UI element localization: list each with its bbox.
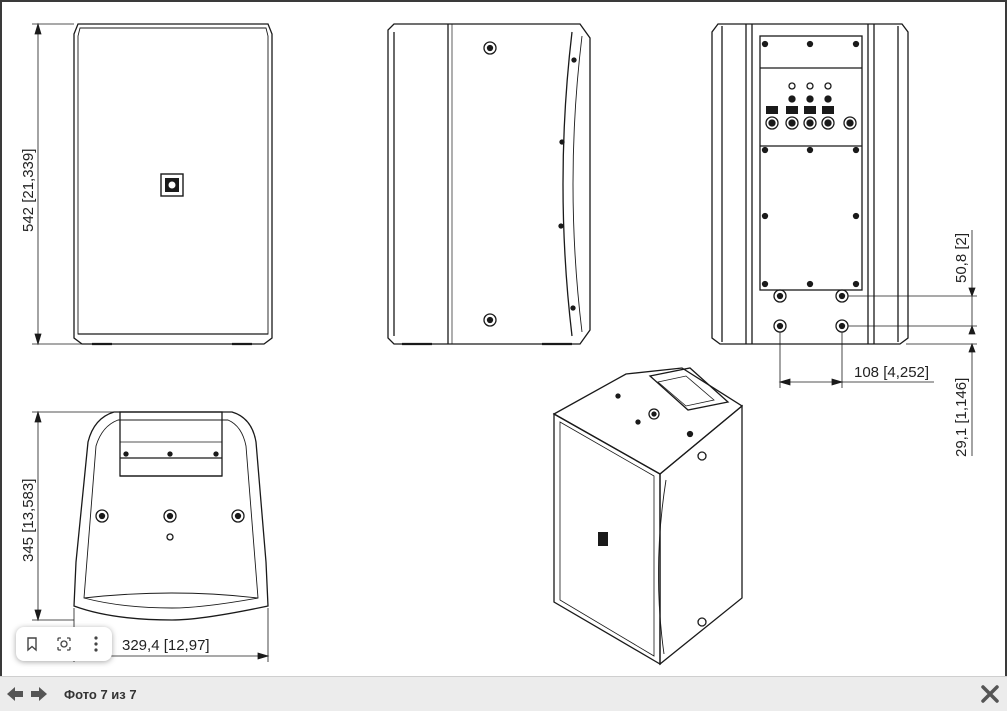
isometric-view [552, 367, 744, 666]
bookmark-button[interactable] [18, 630, 46, 658]
top-view [73, 411, 269, 621]
lens-search-icon [57, 637, 71, 651]
bookmark-icon [27, 637, 37, 652]
close-icon [981, 685, 999, 703]
rigging-horizontal-label: 108 [4,252] [854, 364, 929, 381]
height-dimension-label: 542 [21,339] [20, 149, 37, 232]
previous-photo-button[interactable] [4, 683, 26, 705]
side-view [387, 23, 591, 346]
speaker-technical-drawing: 542 [21,339] [20, 22, 977, 666]
photo-counter: Фото 7 из 7 [64, 686, 137, 702]
arrow-right-icon [31, 687, 47, 701]
lens-search-button[interactable] [50, 630, 78, 658]
depth-dimension-label: 345 [13,583] [20, 479, 37, 562]
image-viewer: 542 [21,339] [0, 0, 1007, 676]
rigging-bottom-label: 29,1 [1,146] [953, 378, 970, 457]
viewer-bottom-bar: Фото 7 из 7 [0, 676, 1007, 711]
image-action-toolbar [16, 627, 112, 661]
rear-dimensions [778, 230, 977, 456]
more-vertical-icon [94, 636, 98, 652]
more-options-button[interactable] [82, 630, 110, 658]
top-dimensions [32, 410, 270, 662]
width-dimension-label: 329,4 [12,97] [122, 637, 210, 654]
rigging-vertical-label: 50,8 [2] [953, 233, 970, 283]
front-view [73, 23, 273, 346]
next-photo-button[interactable] [28, 683, 50, 705]
arrow-left-icon [7, 687, 23, 701]
front-height-dimension [32, 22, 82, 346]
rear-view [711, 23, 909, 345]
close-viewer-button[interactable] [979, 683, 1001, 705]
